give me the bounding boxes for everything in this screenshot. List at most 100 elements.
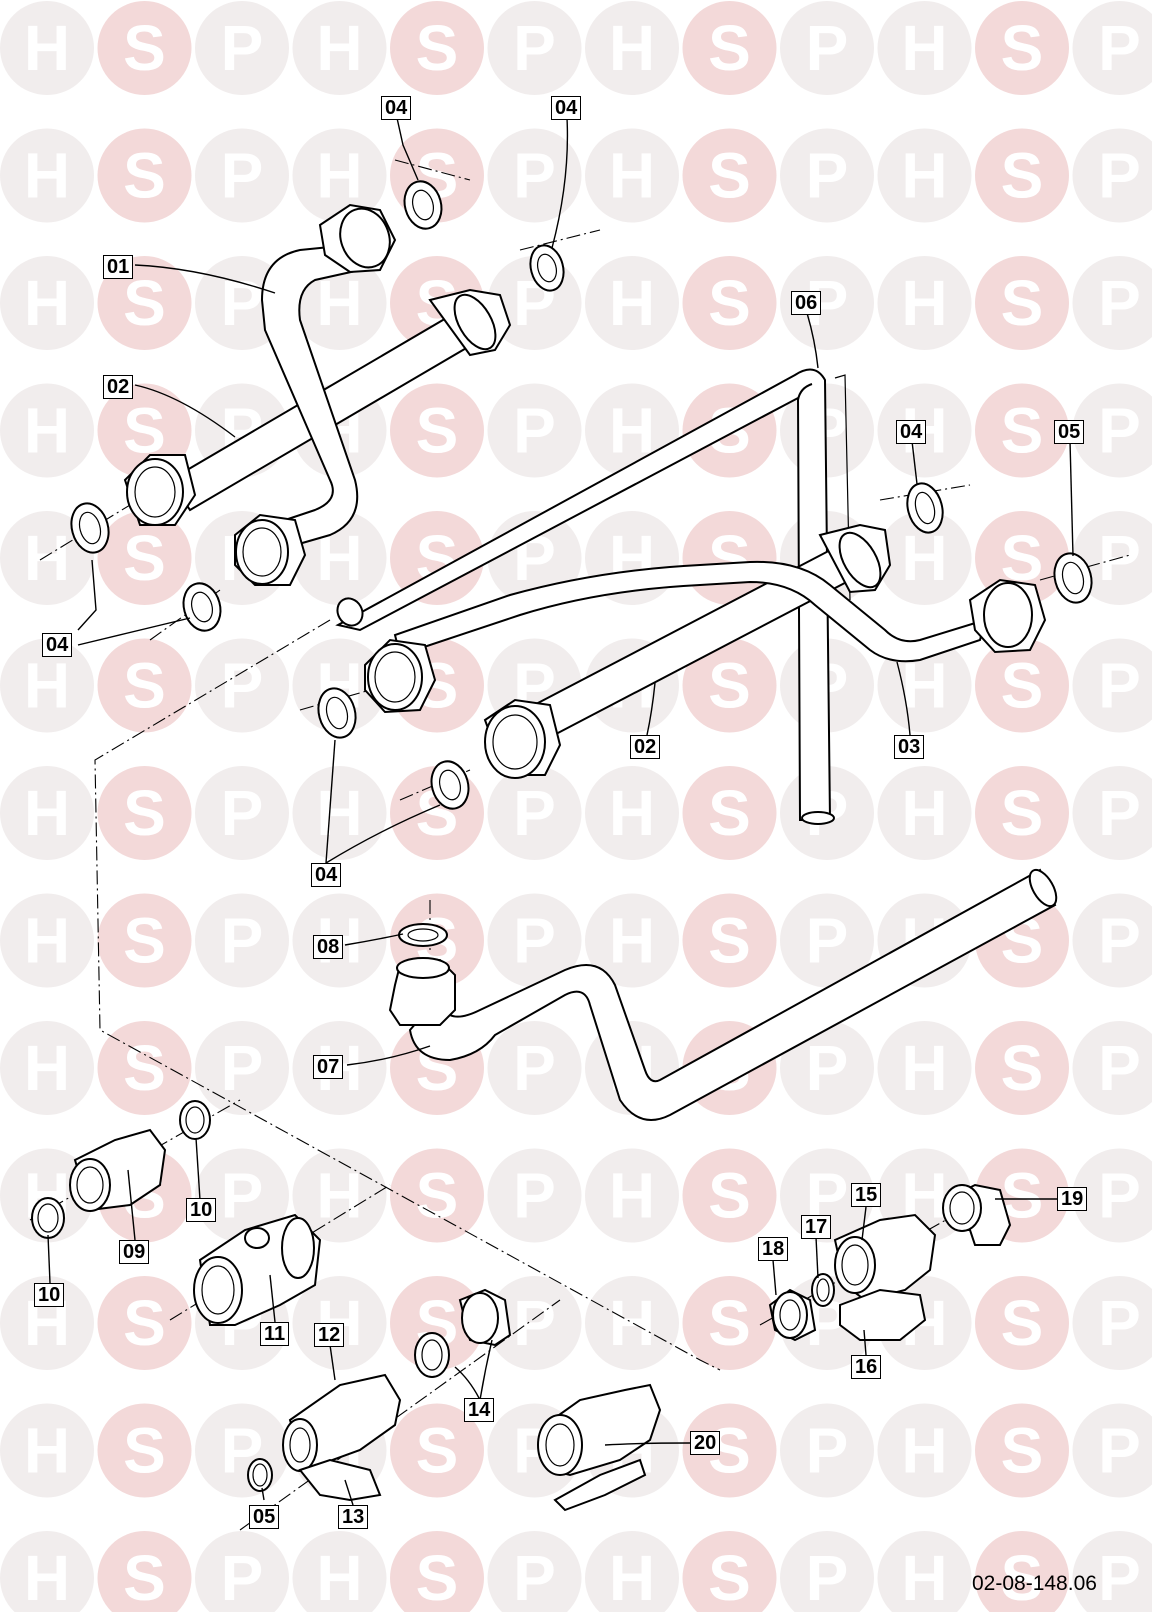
watermark-circle [390, 383, 484, 478]
watermark-letter: P [1098, 1542, 1141, 1612]
callout-01: 01 [103, 255, 134, 279]
watermark-circle [780, 1, 874, 95]
watermark-circle [97, 128, 192, 223]
watermark-letter: P [1098, 1160, 1141, 1232]
callout-15: 15 [851, 1183, 882, 1207]
watermark-circle [585, 128, 679, 223]
watermark-circle [1072, 1, 1152, 95]
watermark-letter: H [901, 267, 947, 339]
callout-08: 08 [313, 935, 344, 959]
watermark-circle [390, 1, 484, 95]
watermark-circle [487, 1148, 582, 1243]
watermark-circle [487, 128, 582, 223]
part-15-valve-assembly [768, 1183, 1012, 1342]
watermark-circle [1072, 1276, 1152, 1370]
watermark-circle [292, 128, 387, 223]
watermark-circle [780, 1403, 874, 1498]
watermark-letter: P [513, 1160, 556, 1232]
watermark-letter: H [24, 395, 70, 467]
callout-05: 05 [249, 1505, 280, 1529]
watermark-letter: S [708, 650, 751, 722]
watermark-circle [1072, 1021, 1152, 1115]
watermark-circle [682, 1148, 777, 1243]
watermark-letter: H [901, 1415, 947, 1487]
callout-20: 20 [690, 1431, 721, 1455]
part-14-nut [414, 1288, 512, 1378]
watermark-circle [975, 766, 1069, 860]
watermark-circle [975, 1276, 1069, 1370]
watermark-letter: S [123, 267, 166, 339]
watermark-circle [0, 1148, 94, 1243]
watermark-letter: S [123, 905, 166, 977]
watermark-letter: P [1098, 1032, 1141, 1104]
drawing-number: 02-08-148.06 [972, 1572, 1097, 1595]
watermark-circle [585, 1276, 679, 1370]
watermark-letter: P [513, 777, 556, 849]
watermark-letter: H [24, 1032, 70, 1104]
watermark-letter: H [24, 1415, 70, 1487]
watermark-letter: S [123, 1287, 166, 1359]
part-11-valve [193, 1213, 322, 1326]
callout-19: 19 [1057, 1187, 1088, 1211]
watermark-circle [1072, 128, 1152, 223]
watermark-letter: S [708, 777, 751, 849]
watermark-circle [0, 638, 94, 733]
watermark-circle [877, 1531, 972, 1612]
watermark-letter: P [1098, 12, 1141, 84]
watermark-letter: P [221, 12, 264, 84]
watermark-circle [975, 1531, 1069, 1612]
part-02-lower-pipe [483, 523, 892, 779]
watermark-letter: H [609, 1542, 655, 1612]
watermark-letter: P [1098, 267, 1141, 339]
watermark-letter: H [901, 777, 947, 849]
watermark-circle [0, 1403, 94, 1498]
watermark-circle [487, 383, 582, 478]
watermark-letter: S [416, 1415, 459, 1487]
watermark-letter: P [1098, 140, 1141, 212]
watermark-letter: P [513, 905, 556, 977]
callout-10: 10 [186, 1198, 217, 1222]
watermark-letter: H [901, 1542, 947, 1612]
watermark-circle [585, 256, 679, 350]
callout-12: 12 [314, 1323, 345, 1347]
watermark-letter: H [24, 12, 70, 84]
watermark-circle [780, 128, 874, 223]
watermark-circle [0, 1276, 94, 1370]
watermark-circle [1072, 766, 1152, 860]
callout-04: 04 [42, 633, 73, 657]
watermark-circle [97, 1276, 192, 1370]
watermark-letter: H [609, 140, 655, 212]
watermark-circle [0, 1021, 94, 1115]
watermark-circle [487, 1, 582, 95]
watermark-circle [1072, 383, 1152, 478]
watermark-circle [390, 511, 484, 605]
watermark-circle [390, 1531, 484, 1612]
watermark-letter: S [123, 12, 166, 84]
watermark-letter: S [123, 777, 166, 849]
callout-06: 06 [791, 291, 822, 315]
watermark-letter: P [513, 12, 556, 84]
watermark-circle [1072, 1531, 1152, 1612]
callout-07: 07 [313, 1055, 344, 1079]
watermark-circle [780, 1021, 874, 1115]
watermark-letter: S [708, 140, 751, 212]
watermark-circle [1072, 638, 1152, 733]
part-06-pipe [335, 368, 851, 825]
watermark-letter: H [24, 650, 70, 722]
watermark-circle [682, 1531, 777, 1612]
watermark-letter: P [513, 395, 556, 467]
watermark-letter: H [24, 522, 70, 594]
watermark-circle [682, 128, 777, 223]
watermark-circle [487, 1276, 582, 1370]
watermark-circle [292, 638, 387, 733]
watermark-letter: P [221, 1032, 264, 1104]
watermark-letter: P [221, 777, 264, 849]
watermark-letter: S [1001, 1287, 1044, 1359]
watermark-circle [487, 766, 582, 860]
watermark-circle [97, 766, 192, 860]
watermark-letter: S [708, 1542, 751, 1612]
watermark-letter: H [24, 777, 70, 849]
watermark-letter: S [416, 12, 459, 84]
watermark-letter: H [609, 905, 655, 977]
